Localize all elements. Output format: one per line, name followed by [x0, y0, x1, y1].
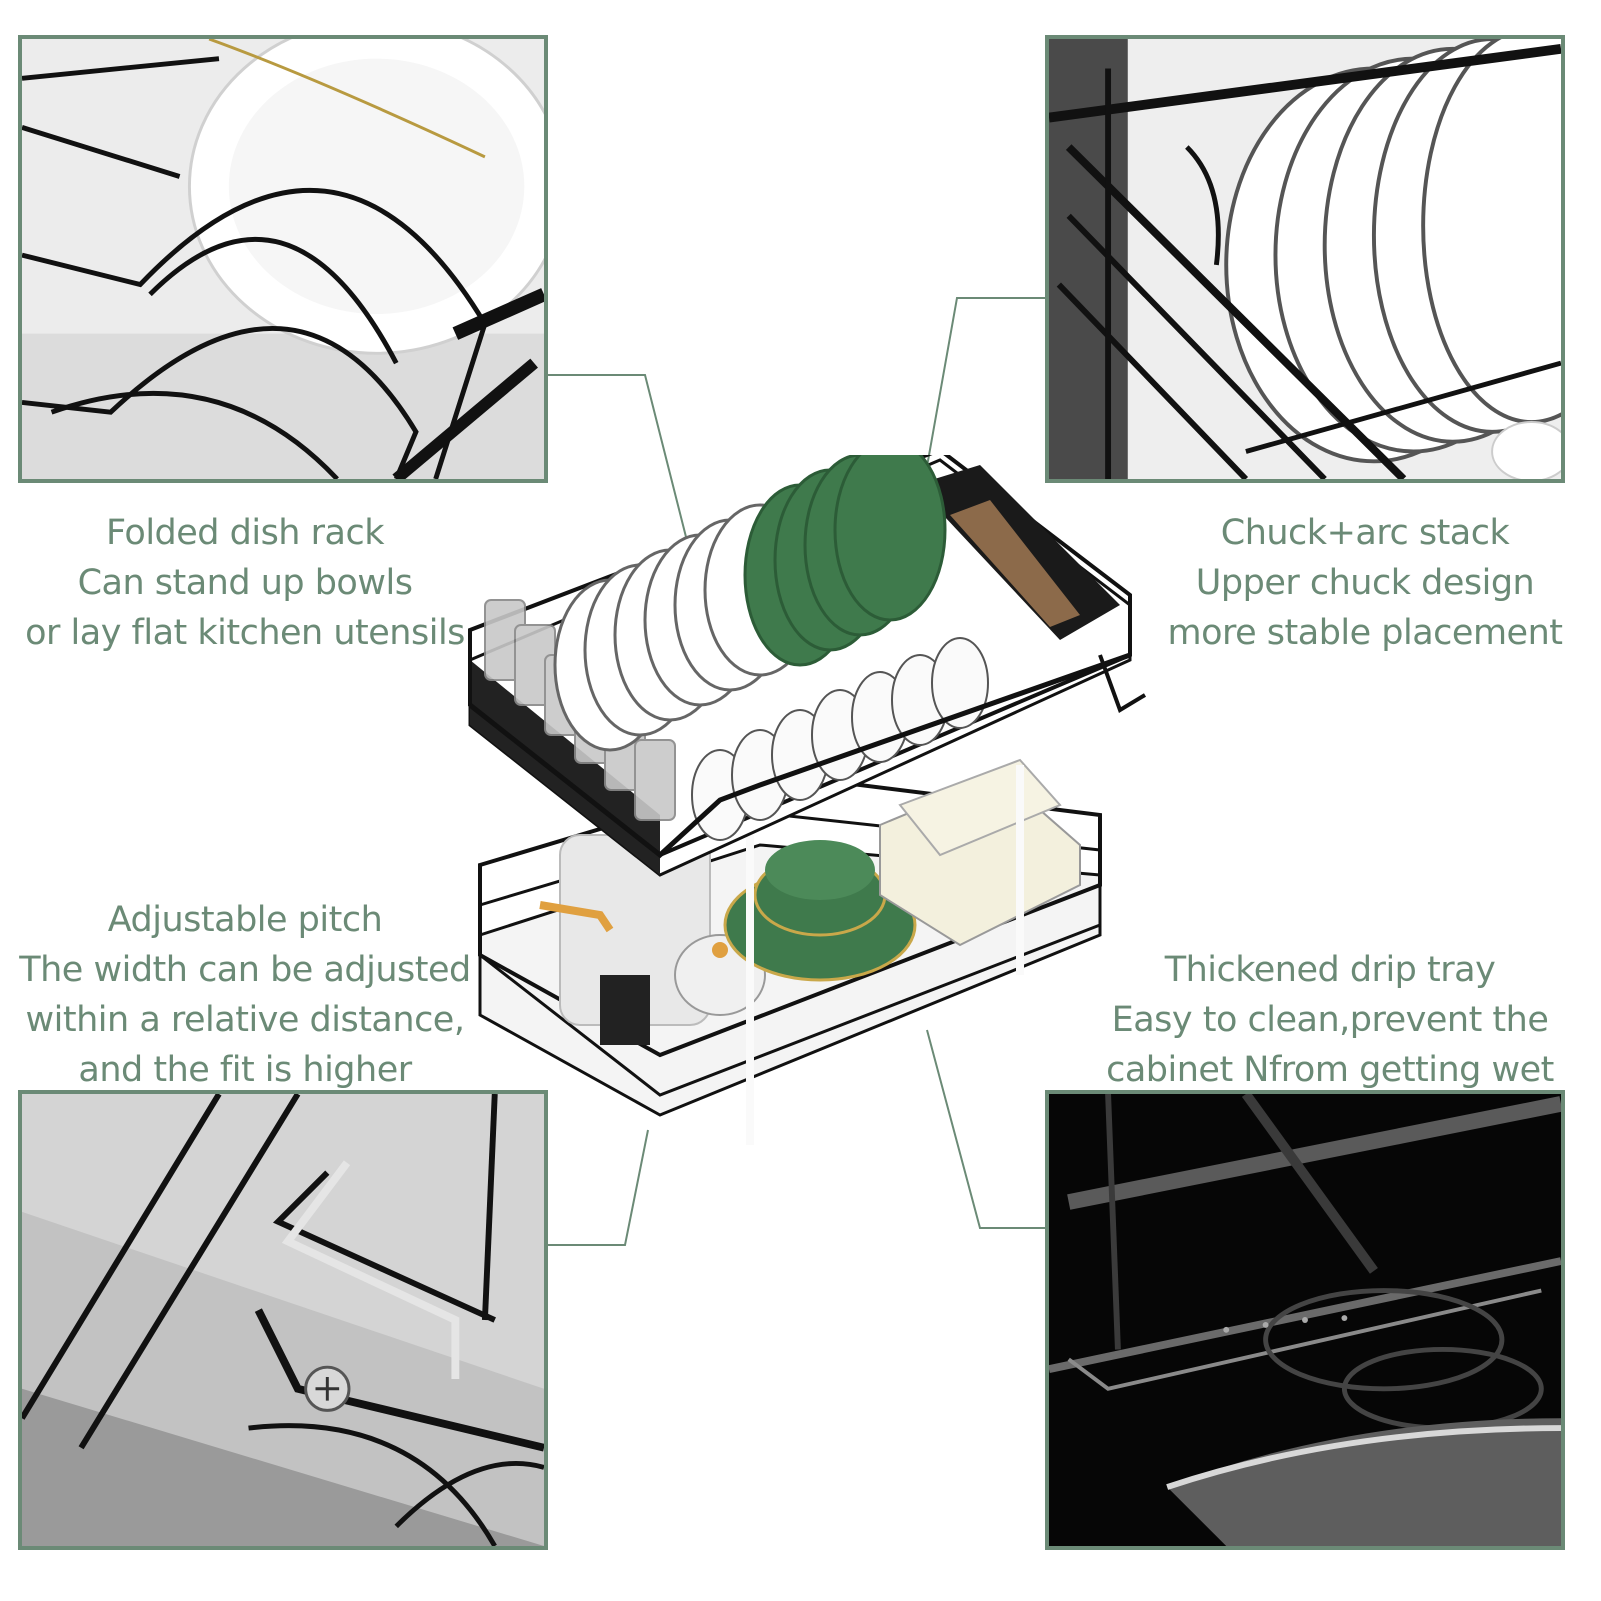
caption-line: Adjustable pitch — [107, 900, 383, 940]
caption-line: Thickened drip tray — [1164, 950, 1496, 990]
caption-line: within a relative distance, — [25, 1000, 465, 1040]
caption-line: Folded dish rack — [106, 513, 384, 553]
detail-photo-adjustable-pitch — [18, 1090, 548, 1550]
caption-thickened-drip-tray: Thickened drip tray Easy to clean,preven… — [1085, 945, 1575, 1095]
caption-line: or lay flat kitchen utensils — [25, 613, 465, 653]
detail-photo-folded-rack — [18, 35, 548, 483]
caption-line: The width can be adjusted — [19, 950, 471, 990]
caption-adjustable-pitch: Adjustable pitch The width can be adjust… — [5, 895, 485, 1095]
caption-line: Chuck+arc stack — [1220, 513, 1510, 553]
dish-rack-product-image — [460, 438, 1150, 1155]
detail-photo-drip-tray — [1045, 1090, 1565, 1550]
caption-chuck-arc-stack: Chuck+arc stack Upper chuck design more … — [1150, 508, 1580, 658]
caption-line: Can stand up bowls — [77, 563, 413, 603]
caption-line: cabinet Nfrom getting wet — [1106, 1050, 1554, 1090]
caption-line: Easy to clean,prevent the — [1111, 1000, 1549, 1040]
caption-line: Upper chuck design — [1195, 563, 1535, 603]
caption-line: more stable placement — [1167, 613, 1564, 653]
caption-line: and the fit is higher — [78, 1050, 412, 1090]
white-bowls — [691, 637, 989, 841]
caption-folded-dish-rack: Folded dish rack Can stand up bowls or l… — [20, 508, 470, 658]
detail-photo-chuck-arc — [1045, 35, 1565, 483]
green-plates — [743, 438, 947, 667]
